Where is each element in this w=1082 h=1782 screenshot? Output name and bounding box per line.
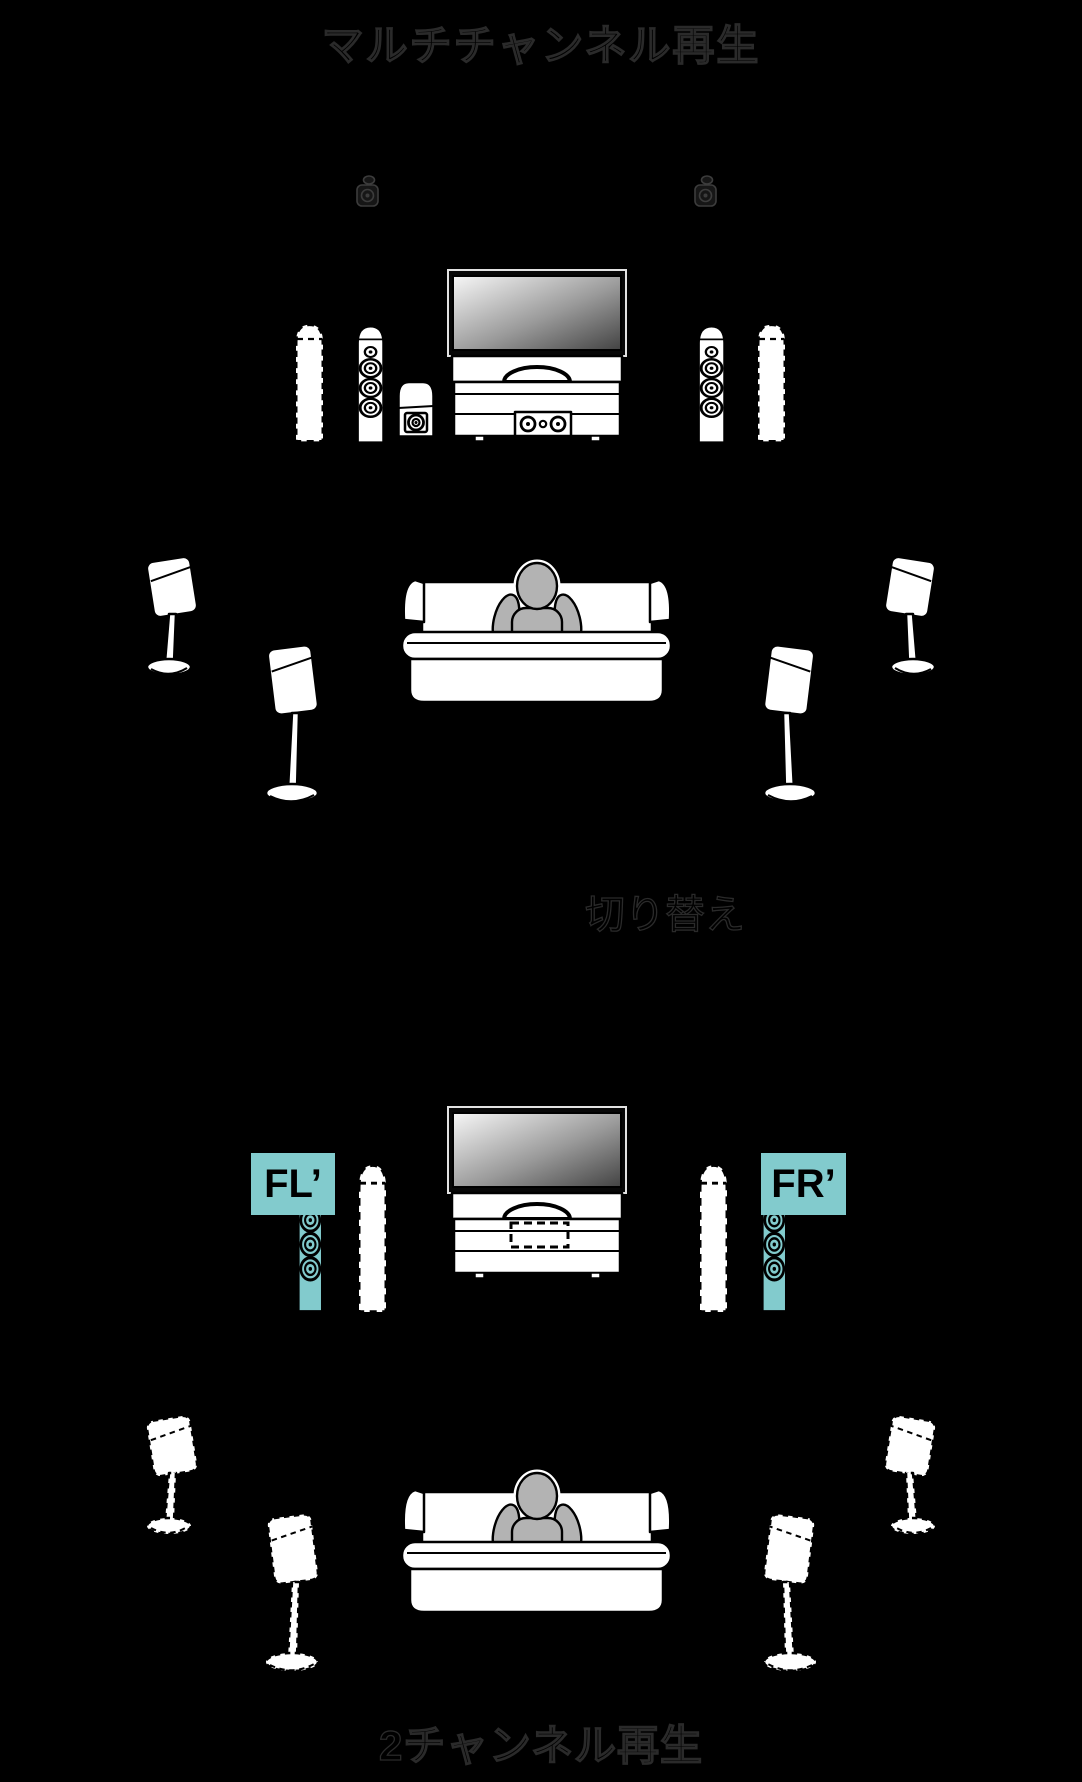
surround-right-speaker	[882, 554, 938, 677]
front-left-alt-speaker-dashed	[294, 323, 325, 443]
front-height-left-speaker-icon	[356, 175, 379, 207]
tv-and-rack-bottom	[446, 1105, 628, 1280]
surround-back-right-speaker-dashed	[762, 1512, 818, 1673]
center-speaker	[513, 410, 573, 438]
bottom-diagram-caption: 2チャンネル再生	[378, 1721, 704, 1769]
front-right-alt-speaker-dashed	[756, 323, 787, 443]
surround-back-left-speaker-dashed	[264, 1512, 320, 1673]
surround-left-speaker-dashed	[144, 1413, 200, 1536]
front-right-speaker	[697, 324, 727, 444]
subwoofer	[397, 380, 435, 438]
top-diagram-caption: マルチチャンネル再生	[321, 21, 761, 69]
front-left-speaker	[356, 324, 386, 444]
surround-right-speaker-dashed	[882, 1413, 938, 1536]
front-left-speaker-dashed	[357, 1163, 388, 1314]
switch-label: 切り替え	[584, 892, 745, 937]
surround-back-right-speaker	[762, 643, 818, 804]
top-diagram	[144, 175, 938, 804]
front-right-speaker-dashed	[698, 1163, 729, 1314]
bottom-diagram	[144, 1105, 938, 1673]
center-speaker-dashed	[509, 1221, 570, 1249]
front-height-right-speaker-icon	[694, 175, 717, 207]
front-right-alt-label: FR’	[761, 1153, 846, 1215]
surround-left-speaker	[144, 554, 200, 677]
sofa-with-listener-bottom	[402, 1473, 671, 1612]
sofa-with-listener	[402, 563, 671, 702]
surround-back-left-speaker	[264, 643, 320, 804]
front-left-alt-label: FL’	[251, 1153, 335, 1215]
